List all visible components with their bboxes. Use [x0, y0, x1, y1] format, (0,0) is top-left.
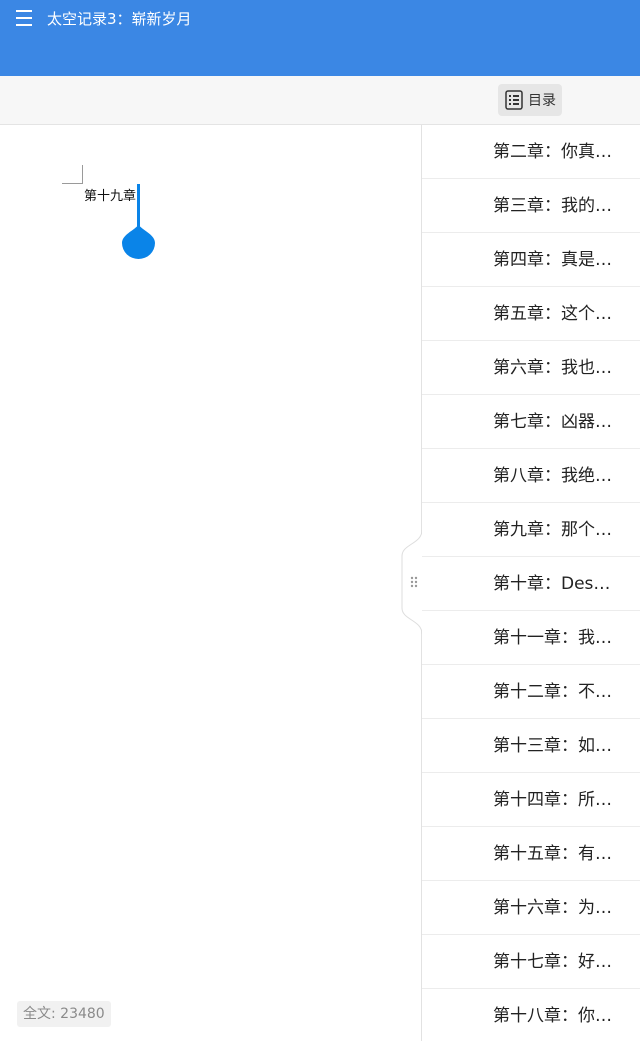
word-count-badge: 全文: 23480 — [17, 1001, 111, 1027]
toc-item-label: 第十一章：我… — [493, 628, 612, 648]
toc-item-label: 第六章：我也… — [493, 358, 612, 378]
document-title: 太空记录3：崭新岁月 — [47, 10, 192, 28]
toc-item-label: 第十五章：有… — [493, 844, 612, 864]
toc-item[interactable]: 第十七章：好… — [422, 935, 640, 989]
toc-item[interactable]: 第六章：我也… — [422, 341, 640, 395]
toc-item-label: 第十六章：为… — [493, 898, 612, 918]
panel-resize-handle[interactable] — [400, 530, 424, 634]
toc-item-label: 第十二章：不… — [493, 682, 612, 702]
toc-item[interactable]: 第三章：我的… — [422, 179, 640, 233]
toc-item[interactable]: 第十八章：你… — [422, 989, 640, 1041]
toc-button[interactable]: 目录 — [498, 84, 562, 116]
menu-button[interactable] — [14, 8, 40, 32]
header-bulge — [150, 72, 260, 78]
toc-item[interactable]: 第九章：那个… — [422, 503, 640, 557]
toc-item[interactable]: 第十四章：所… — [422, 773, 640, 827]
toc-item[interactable]: 第十章：Des… — [422, 557, 640, 611]
toc-item[interactable]: 第四章：真是… — [422, 233, 640, 287]
toc-item[interactable]: 第十一章：我… — [422, 611, 640, 665]
toc-item[interactable]: 第五章：这个… — [422, 287, 640, 341]
chapter-heading-text[interactable]: 第十九章 — [84, 189, 137, 204]
toolbar: 目录 — [0, 76, 640, 125]
toc-item[interactable]: 第十六章：为… — [422, 881, 640, 935]
toc-item-label: 第四章：真是… — [493, 250, 612, 270]
toc-item[interactable]: 第八章：我绝… — [422, 449, 640, 503]
list-outline-icon — [505, 90, 523, 110]
app-header: 太空记录3：崭新岁月 — [0, 0, 640, 78]
toc-item-label: 第十八章：你… — [493, 1006, 612, 1026]
toc-item-label: 第十七章：好… — [493, 952, 612, 972]
toc-item-label: 第五章：这个… — [493, 304, 612, 324]
hamburger-menu-icon — [16, 10, 32, 26]
cursor-handle-icon[interactable] — [122, 225, 155, 259]
toc-item-label: 第二章：你真… — [493, 142, 612, 162]
toc-item[interactable]: 第十三章：如… — [422, 719, 640, 773]
toc-item-label: 第十章：Des… — [493, 574, 611, 594]
toc-item-label: 第七章：凶器… — [493, 412, 612, 432]
toc-panel: 第二章：你真… 第三章：我的… 第四章：真是… 第五章：这个… 第六章：我也… … — [422, 125, 640, 1041]
toc-item-label: 第十三章：如… — [493, 736, 612, 756]
toc-item-label: 第九章：那个… — [493, 520, 612, 540]
toc-item[interactable]: 第二章：你真… — [422, 125, 640, 179]
document-canvas[interactable]: 第十九章 全文: 23480 — [0, 125, 421, 1041]
toc-item-label: 第三章：我的… — [493, 196, 612, 216]
grip-dots-icon — [410, 576, 418, 588]
toc-item-label: 第十四章：所… — [493, 790, 612, 810]
text-cursor — [137, 184, 140, 228]
toc-item[interactable]: 第十二章：不… — [422, 665, 640, 719]
toc-item-label: 第八章：我绝… — [493, 466, 612, 486]
toc-button-label: 目录 — [528, 93, 556, 109]
toc-item[interactable]: 第七章：凶器… — [422, 395, 640, 449]
page-corner-marker — [62, 165, 83, 184]
toc-item[interactable]: 第十五章：有… — [422, 827, 640, 881]
